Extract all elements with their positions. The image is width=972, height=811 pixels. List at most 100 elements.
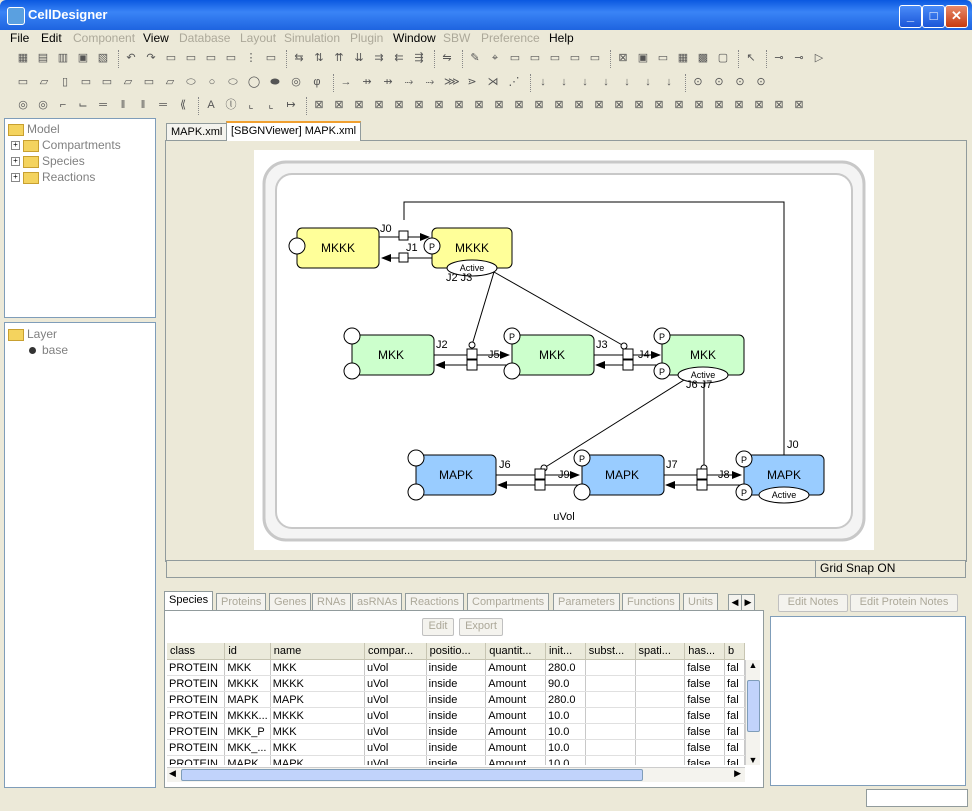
toolbar-tool-icon[interactable]: ⇇ — [394, 52, 404, 64]
table-cell[interactable]: Amount — [485, 707, 546, 724]
toolbar-tool-icon[interactable]: ⊠ — [714, 99, 724, 111]
table-cell[interactable]: uVol — [364, 707, 427, 724]
toolbar-tool-icon[interactable]: ▭ — [205, 52, 217, 64]
vertical-splitter[interactable] — [156, 118, 162, 588]
column-header[interactable]: id — [224, 643, 271, 660]
toolbar-tool-icon[interactable]: ▭ — [185, 52, 197, 64]
tree-item-species[interactable]: +Species — [11, 154, 85, 168]
menu-component[interactable]: Component — [73, 31, 136, 45]
tab-parameters[interactable]: Parameters — [553, 593, 620, 610]
toolbar-tool-icon[interactable]: ↓ — [645, 76, 651, 88]
unit-of-info[interactable] — [503, 362, 521, 380]
table-cell[interactable] — [635, 755, 686, 765]
toolbar-tool-icon[interactable]: φ — [313, 76, 321, 88]
table-cell[interactable] — [585, 723, 636, 740]
process-node[interactable] — [622, 348, 634, 360]
table-cell[interactable] — [635, 659, 686, 676]
state-variable[interactable] — [423, 237, 441, 255]
toolbar-tool-icon[interactable]: ↦ — [286, 99, 296, 111]
toolbar-tool-icon[interactable]: ▣ — [77, 52, 89, 64]
expand-icon[interactable]: + — [11, 157, 20, 167]
tree-root-model[interactable]: Model — [8, 122, 60, 136]
toolbar-tool-icon[interactable]: ▯ — [61, 76, 69, 88]
table-cell[interactable]: fal — [724, 659, 745, 676]
toolbar-tool-icon[interactable]: ⊠ — [494, 99, 504, 111]
table-cell[interactable] — [585, 659, 636, 676]
toolbar-tool-icon[interactable]: ⊙ — [693, 76, 703, 88]
scroll-right-icon[interactable]: ▶ — [734, 768, 741, 778]
toolbar-tool-icon[interactable]: ⋙ — [444, 76, 460, 88]
column-header[interactable]: compar... — [364, 643, 427, 660]
reaction-line-j0[interactable] — [403, 201, 785, 455]
column-header[interactable]: quantit... — [485, 643, 546, 660]
toolbar-tool-icon[interactable]: ⓛ — [225, 99, 237, 111]
toolbar-tool-icon[interactable]: ▧ — [97, 52, 109, 64]
menu-layout[interactable]: Layout — [240, 31, 277, 45]
state-variable[interactable] — [573, 449, 591, 467]
table-cell[interactable]: MKK — [224, 659, 271, 676]
toolbar-tool-icon[interactable]: ⊠ — [454, 99, 464, 111]
toolbar-tool-icon[interactable]: ▭ — [165, 52, 177, 64]
tab-asrnas[interactable]: asRNAs — [352, 593, 403, 610]
table-cell[interactable]: MKK — [270, 723, 365, 740]
table-cell[interactable]: uVol — [364, 691, 427, 708]
toolbar-tool-icon[interactable]: ◎ — [38, 99, 48, 111]
toolbar-tool-icon[interactable]: ▭ — [80, 76, 92, 88]
toolbar-tool-icon[interactable]: ⊠ — [674, 99, 684, 111]
toolbar-tool-icon[interactable]: ▭ — [225, 52, 237, 64]
toolbar-tool-icon[interactable]: ⇸ — [362, 76, 372, 88]
table-cell[interactable]: false — [684, 707, 726, 724]
table-cell[interactable]: fal — [724, 707, 745, 724]
edit-button[interactable]: Edit — [422, 618, 454, 636]
toolbar-tool-icon[interactable]: ⊠ — [474, 99, 484, 111]
scroll-thumb[interactable] — [747, 680, 760, 732]
toolbar-tool-icon[interactable]: ⊠ — [654, 99, 664, 111]
table-cell[interactable] — [635, 723, 686, 740]
toolbar-tool-icon[interactable]: ⊠ — [634, 99, 644, 111]
table-cell[interactable]: uVol — [364, 755, 427, 765]
table-cell[interactable] — [585, 739, 636, 756]
state-variable[interactable] — [503, 327, 521, 345]
toolbar-tool-icon[interactable]: ⊠ — [618, 52, 628, 64]
toolbar-tool-icon[interactable]: ▦ — [677, 52, 689, 64]
table-cell[interactable]: MAPK — [270, 691, 365, 708]
toolbar-tool-icon[interactable]: ↖ — [746, 52, 756, 64]
table-cell[interactable]: Amount — [485, 691, 546, 708]
toolbar-tool-icon[interactable]: ▭ — [569, 52, 581, 64]
toolbar-tool-icon[interactable]: ⌞ — [248, 99, 254, 111]
unit-of-info[interactable] — [407, 483, 425, 501]
table-cell[interactable]: PROTEIN — [167, 707, 226, 724]
toolbar-tool-icon[interactable]: ⊠ — [754, 99, 764, 111]
toolbar-tool-icon[interactable]: ⊠ — [734, 99, 744, 111]
expand-icon[interactable]: + — [11, 173, 20, 183]
tab-rnas[interactable]: RNAs — [312, 593, 351, 610]
active-state-badge[interactable] — [758, 486, 810, 504]
diagram-canvas[interactable]: uVol MKKK P MKKK Active MKK P MKK — [254, 150, 874, 550]
table-vertical-scrollbar[interactable]: ▲ ▼ — [745, 660, 760, 765]
toolbar-tool-icon[interactable]: ⊠ — [694, 99, 704, 111]
table-cell[interactable]: Amount — [485, 739, 546, 756]
toolbar-tool-icon[interactable]: ‖ — [140, 99, 146, 111]
toolbar-tool-icon[interactable]: ⊠ — [414, 99, 424, 111]
toolbar-tool-icon[interactable]: A — [207, 99, 215, 111]
table-cell[interactable] — [635, 675, 686, 692]
tab-mapk-xml[interactable]: MAPK.xml — [166, 123, 228, 140]
table-cell[interactable] — [585, 691, 636, 708]
maximize-button[interactable]: □ — [922, 5, 945, 28]
menu-plugin[interactable]: Plugin — [350, 31, 384, 45]
tab-species[interactable]: Species — [164, 591, 214, 610]
column-header[interactable]: subst... — [585, 643, 636, 660]
toolbar-tool-icon[interactable]: ▭ — [589, 52, 601, 64]
state-variable[interactable] — [653, 327, 671, 345]
toolbar-tool-icon[interactable]: ↓ — [561, 76, 567, 88]
toolbar-tool-icon[interactable]: ⊙ — [714, 76, 724, 88]
toolbar-tool-icon[interactable]: ⊠ — [614, 99, 624, 111]
table-cell[interactable]: inside — [426, 739, 487, 756]
toolbar-tool-icon[interactable]: ⊠ — [554, 99, 564, 111]
toolbar-tool-icon[interactable]: ↶ — [126, 52, 136, 64]
close-button[interactable]: ✕ — [945, 5, 968, 28]
toolbar-tool-icon[interactable]: ⊠ — [514, 99, 524, 111]
table-cell[interactable]: false — [684, 675, 726, 692]
